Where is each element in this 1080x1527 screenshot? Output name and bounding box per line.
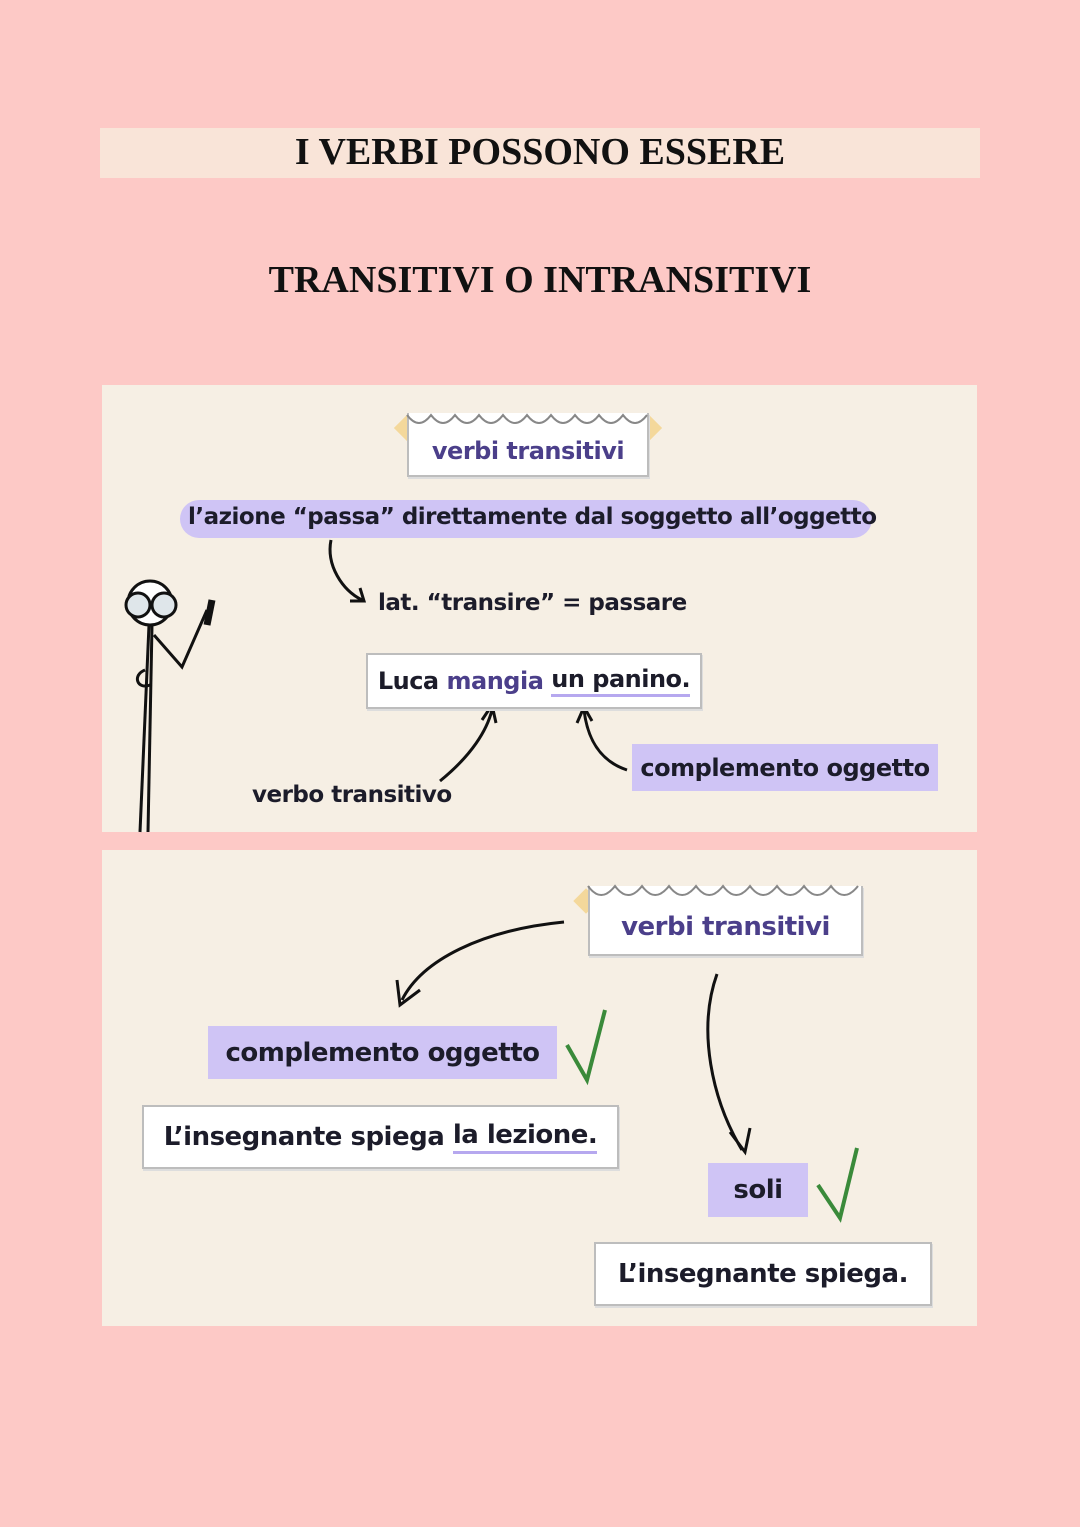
label-text: verbi transitivi [431, 437, 625, 465]
heading-line-2: TRANSITIVI O INTRANSITIVI [268, 259, 812, 301]
example-verb: mangia [446, 667, 544, 695]
etymology-text: lat. “transire” = passare [378, 590, 687, 616]
branch-complemento-oggetto: complemento oggetto [208, 1026, 557, 1079]
example-subject: Luca [377, 667, 439, 695]
check-icon [816, 1147, 859, 1223]
torn-edge-icon [406, 413, 648, 424]
slide-transitive-definition: verbi transitivi l’azione “passa” dirett… [102, 385, 977, 833]
branch-soli: soli [708, 1163, 808, 1217]
stick-figure-icon [124, 579, 216, 833]
example-object: la lezione. [452, 1120, 598, 1154]
example-with-object: L’insegnante spiega la lezione. [142, 1105, 619, 1169]
arrow-icon [706, 973, 752, 1156]
definition-text: l’azione “passa” direttamente dal sogget… [188, 504, 877, 530]
check-icon [565, 1009, 607, 1086]
heading-line-1: I VERBI POSSONO ESSERE [294, 131, 786, 173]
label-text: verbi transitivi [621, 912, 830, 942]
highlight-scribble [180, 500, 872, 538]
example-prefix: L’insegnante spiega [163, 1122, 445, 1152]
verb-label: verbo transitivo [252, 782, 452, 808]
example-sentence-box: Luca mangia un panino. [366, 653, 702, 709]
arrow-icon [328, 539, 367, 603]
example-object: un panino. [551, 665, 691, 697]
arrow-icon [395, 920, 565, 1008]
title-banner [100, 128, 980, 178]
object-label: complemento oggetto [632, 744, 938, 791]
torn-edge-icon [587, 884, 859, 896]
example-without-object: L’insegnante spiega. [594, 1242, 932, 1306]
label-verbi-transitivi: verbi transitivi [588, 886, 863, 956]
slide-transitive-usage: verbi transitivi complemento oggetto L’i… [102, 850, 977, 1326]
